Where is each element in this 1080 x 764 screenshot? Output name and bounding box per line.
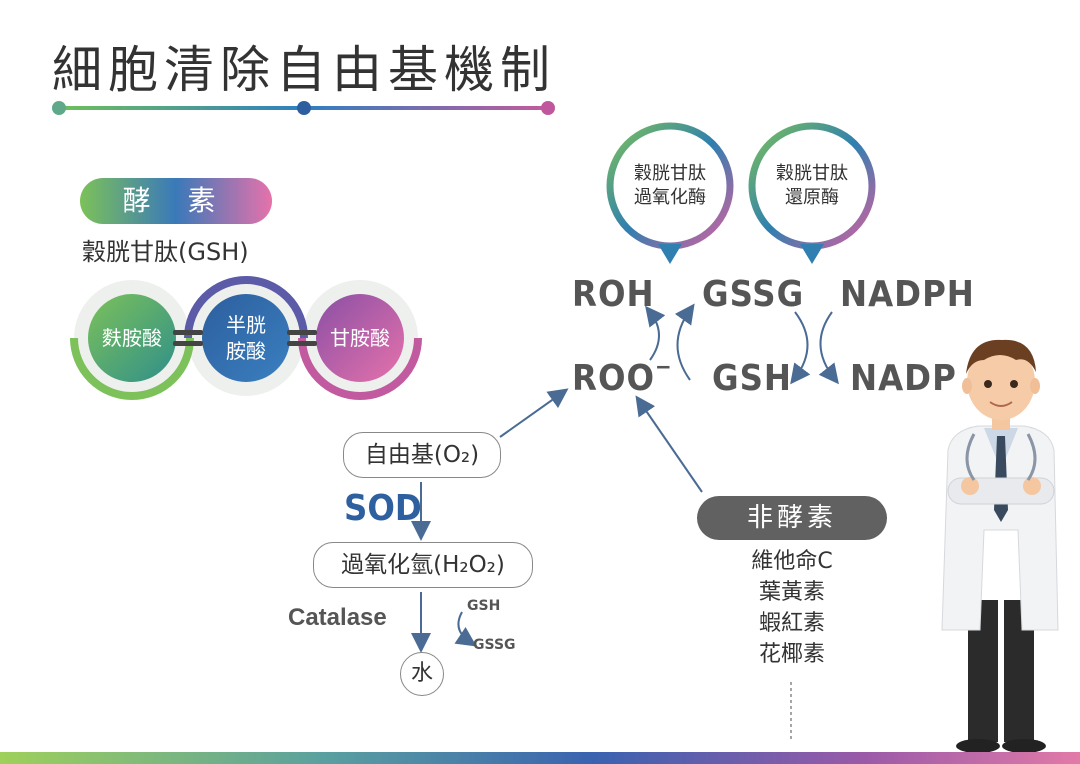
- non-enzyme-item-sulforaphane: 花椰素: [758, 642, 825, 667]
- nadp-label: NADP: [850, 358, 957, 399]
- roh-label: ROH: [572, 274, 655, 315]
- non-enzyme-label: 非酵素: [697, 496, 887, 540]
- underline-dot-right: [541, 101, 555, 115]
- h2o2-box: 過氧化氫(H₂O₂): [313, 542, 533, 588]
- non-enzyme-item-lutein: 葉黃素: [758, 580, 825, 605]
- roo-text: ROO: [572, 358, 655, 399]
- amino-acid-rings: [70, 276, 422, 400]
- underline-dot-left: [52, 101, 66, 115]
- peroxidase-bubble: 穀胱甘肽 過氧化酶: [634, 163, 706, 208]
- gsh-cycle-label: GSH: [712, 358, 793, 399]
- sod-label: SOD: [344, 488, 422, 529]
- glutamic-acid: 麩胺酸: [102, 326, 162, 350]
- free-radical-box: 自由基(O₂): [343, 432, 501, 478]
- gssg-small-label: GSSG: [473, 637, 516, 653]
- glycine: 甘胺酸: [330, 326, 390, 350]
- underline-dot-mid: [297, 101, 311, 115]
- gsh-small-label: GSH: [467, 598, 501, 614]
- gssg-label: GSSG: [702, 274, 805, 315]
- nadph-label: NADPH: [840, 274, 975, 315]
- non-enzyme-item-astaxanthin: 蝦紅素: [758, 611, 825, 636]
- roo-label: ROO−: [572, 355, 673, 399]
- bottom-gradient-bar: [0, 752, 1080, 764]
- water-circle: 水: [400, 652, 444, 696]
- enzyme-bubbles: [606, 122, 876, 264]
- non-enzyme-item-vitamin-c: 維他命C: [751, 549, 833, 574]
- roo-superscript: −: [655, 355, 673, 380]
- page-title: 細胞清除自由基機制: [52, 41, 556, 99]
- reductase-bubble: 穀胱甘肽 還原酶: [776, 163, 848, 208]
- catalase-label: Catalase: [288, 604, 387, 631]
- cysteine: 半胱 胺酸: [226, 313, 266, 363]
- enzyme-label: 酵 素: [80, 178, 272, 224]
- gsh-label: 穀胱甘肽(GSH): [82, 238, 249, 266]
- doctor-illustration: [941, 339, 1059, 753]
